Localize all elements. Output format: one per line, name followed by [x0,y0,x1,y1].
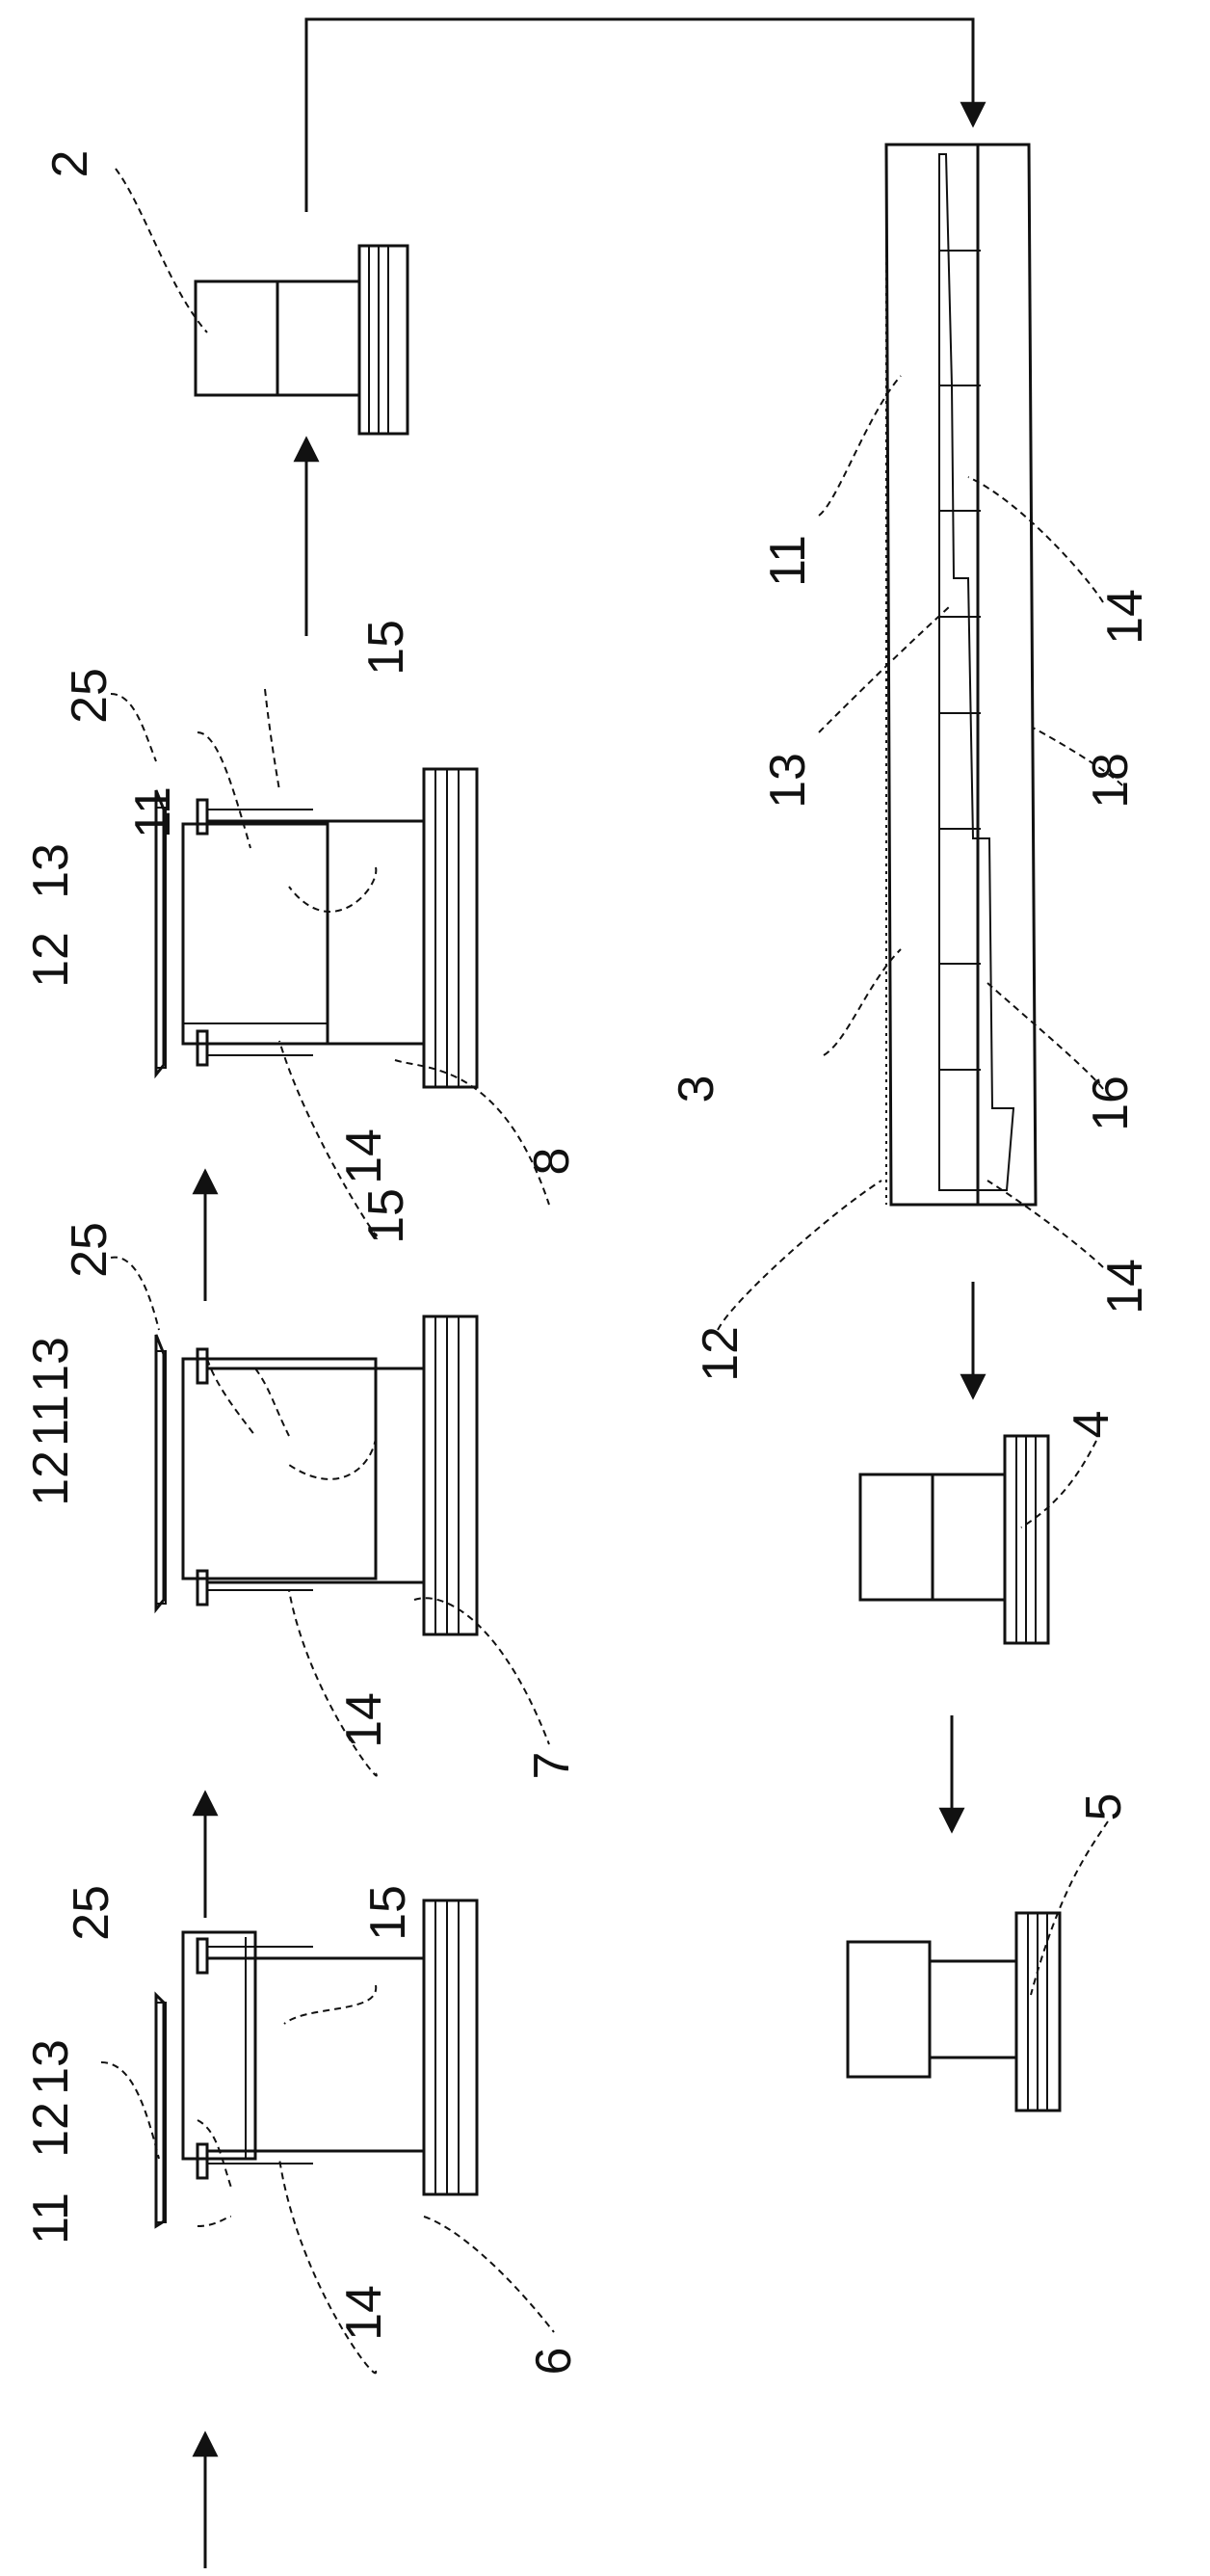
mold-station-6 [154,1899,479,2229]
label-8: 8 [524,1148,580,1176]
mold-station-8 [154,767,479,1089]
label-25-station-7: 25 [62,1222,118,1278]
label-5: 5 [1076,1793,1132,1821]
laminated-panel-3 [884,143,1038,1207]
leader-lines [100,168,1123,2375]
label-25-station-6: 25 [64,1885,119,1941]
label-14-station-8: 14 [336,1129,392,1184]
label-13-station-7: 13 [23,1337,79,1393]
label-12-station-8: 12 [23,932,79,988]
label-15-station-7: 15 [358,1188,414,1244]
label-15-station-6: 15 [360,1885,416,1941]
label-13-station-8: 13 [23,843,79,899]
label-14-station-7: 14 [336,1692,392,1748]
label-14-station-6: 14 [336,2285,392,2341]
label-2: 2 [42,150,98,178]
label-11-panel: 11 [760,535,816,587]
label-11-station-8: 11 [125,786,181,838]
label-4: 4 [1064,1411,1119,1439]
label-25-station-8: 25 [62,668,118,724]
reference-numerals: 2 25 15 11 13 12 14 8 25 15 13 11 12 14 … [23,150,1153,2376]
machine-2 [194,244,409,436]
label-15-station-8: 15 [358,620,414,676]
label-7: 7 [524,1752,580,1780]
label-12-station-6: 12 [23,2102,79,2158]
label-14-panel-bottom: 14 [1097,1259,1153,1315]
label-12-panel: 12 [693,1326,749,1382]
label-16: 16 [1083,1076,1139,1131]
label-18: 18 [1083,753,1139,809]
machine-4 [858,1434,1050,1645]
flow-arrow-2-to-3 [304,17,986,212]
label-6: 6 [526,2348,582,2376]
label-11-station-7: 11 [23,1394,79,1447]
flow-arrows [192,17,986,2568]
label-13-station-6: 13 [23,2039,79,2095]
label-14-panel-top: 14 [1097,589,1153,645]
machine-5 [846,1911,1062,2112]
mold-station-7 [154,1315,479,1636]
label-11-station-6: 11 [23,2192,79,2244]
label-12-station-7: 12 [23,1450,79,1506]
label-3: 3 [669,1076,724,1103]
label-13-panel: 13 [760,753,816,809]
